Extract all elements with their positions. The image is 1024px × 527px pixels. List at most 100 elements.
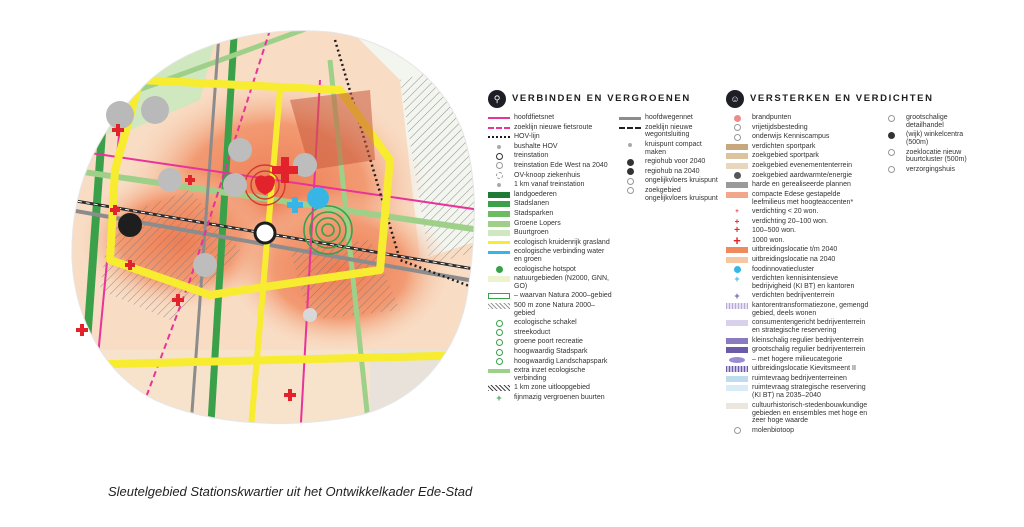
legend-symbol xyxy=(488,303,510,309)
legend-label: ecologische hotspot xyxy=(514,265,576,273)
legend-item: ecologische hotspot xyxy=(488,266,613,274)
legend-label: ecologische schakel xyxy=(514,319,577,327)
legend-swatch xyxy=(726,191,748,199)
legend-header: ⚲ VERBINDEN EN VERGROENEN xyxy=(488,90,720,108)
legend-symbol xyxy=(733,124,741,132)
legend-symbol xyxy=(726,402,748,409)
legend-item: bushalte HOV xyxy=(488,143,613,151)
legend-label: grootschalige detailhandel xyxy=(906,114,948,129)
legend-symbol xyxy=(628,142,632,147)
legend-label: ongelijkvloers kruispunt xyxy=(645,177,718,185)
legend-swatch: + xyxy=(726,217,748,226)
legend-item: zoeklijn nieuwe wegontsluiting xyxy=(619,124,719,140)
legend-symbol xyxy=(726,366,748,373)
legend-label: regiohub na 2040 xyxy=(645,167,700,175)
legend-label: groene poort recreatie xyxy=(514,338,583,346)
legend-symbol: + xyxy=(734,225,740,237)
legend-item: ecologisch kruidenrijk grasland xyxy=(488,239,613,247)
legend-symbol xyxy=(733,172,741,180)
legend-swatch xyxy=(726,246,748,254)
legend-swatch xyxy=(726,337,748,345)
legend-swatch xyxy=(488,191,510,199)
legend-label: zoeklijn nieuwe wegontsluiting xyxy=(645,123,693,139)
legend-symbol xyxy=(726,247,748,254)
legend-label: HOV-lijn xyxy=(514,133,540,141)
legend-label: verdichting < 20 won. xyxy=(752,208,819,215)
cross-icon xyxy=(193,253,217,277)
legend-item: 1 km vanaf treinstation xyxy=(488,181,613,189)
legend-swatch xyxy=(619,114,641,122)
legend-swatch xyxy=(726,181,748,189)
legend-swatch xyxy=(726,365,748,373)
legend-symbol xyxy=(488,241,510,245)
legend-label: hoofdwegennet xyxy=(645,114,693,121)
legend-label: zoekgebied ongelijkvloers kruispunt xyxy=(645,186,718,202)
legend-item: Stadslanen xyxy=(488,200,613,208)
legend-swatch xyxy=(488,143,510,151)
legend-swatch xyxy=(726,133,748,141)
legend-item: kleinschalig regulier bedrijventerrein xyxy=(726,337,874,345)
legend-swatch xyxy=(488,124,510,132)
legend-label: kleinschalig regulier bedrijventerrein xyxy=(752,336,864,344)
legend-label: zoekgebied sportpark xyxy=(752,152,819,160)
legend-swatch xyxy=(488,133,510,141)
legend-swatch xyxy=(488,302,510,310)
legend-item: ecologische schakel xyxy=(488,319,613,327)
legend-swatch xyxy=(726,346,748,354)
legend-symbol xyxy=(887,166,895,174)
legend-label: foodinnovatiecluster xyxy=(752,265,815,273)
legend-item: +verdichting 20–100 won. xyxy=(726,217,874,226)
legend-swatch xyxy=(488,181,510,189)
legend-label: (wijk) winkelcentra (500m) xyxy=(906,131,964,147)
legend-item: foodinnovatiecluster xyxy=(726,266,874,274)
people-icon xyxy=(106,101,134,129)
legend-label: zoeklijn nieuwe fietsroute xyxy=(514,123,593,131)
legend-swatch xyxy=(488,210,510,218)
legend-symbol: + xyxy=(734,274,740,285)
legend-symbol xyxy=(495,348,503,356)
cyan-plus xyxy=(287,197,303,213)
legend-swatch: + xyxy=(726,234,748,247)
legend-swatch: + xyxy=(488,394,510,403)
legend-label: 100–500 won. xyxy=(752,227,796,235)
legend-label: uitbreidingslocatie t/m 2040 xyxy=(752,246,838,254)
legend-swatch xyxy=(726,172,748,180)
legend-swatch xyxy=(619,158,641,166)
legend-item: grootschalig regulier bedrijventerrein xyxy=(726,346,874,354)
legend-symbol xyxy=(733,427,741,435)
legend-header: ☺ VERSTERKEN EN VERDICHTEN xyxy=(726,90,971,108)
legend-symbol xyxy=(887,114,895,122)
legend-label: compacte Edese gestapelde leefmilieus me… xyxy=(752,190,854,206)
legend-label: zoeklocatie nieuw buurtcluster (500m) xyxy=(906,148,967,164)
legend-label: ruimtevraag bedrijventerreinen xyxy=(752,374,847,382)
legend-symbol xyxy=(726,143,748,150)
legend-label: kantorentransformatiezone, gemengd gebie… xyxy=(752,302,869,317)
legend-item: uitbreidingslocatie na 2040 xyxy=(726,256,874,264)
legend-label: 1000 won. xyxy=(752,236,785,244)
people-icon: ☺ xyxy=(726,90,744,108)
legend-item: zoeklijn nieuwe fietsroute xyxy=(488,124,613,132)
legend-label: vrijetijdsbesteding xyxy=(752,123,808,131)
legend-item: hoofdwegennet xyxy=(619,114,719,122)
legend-symbol xyxy=(887,131,895,139)
legend-item: consumentengericht bedrijventerrein en s… xyxy=(726,319,874,335)
legend-item: cultuurhistorisch-stedenbouwkundige gebi… xyxy=(726,402,874,425)
legend-symbol xyxy=(488,191,510,198)
legend-swatch xyxy=(488,275,510,283)
legend-symbol xyxy=(495,152,503,160)
legend-swatch xyxy=(619,168,641,176)
legend-item: hoofdfietsnet xyxy=(488,114,613,122)
legend-swatch xyxy=(726,375,748,383)
legend-symbol xyxy=(488,293,510,300)
legend-swatch: + xyxy=(726,225,748,237)
legend-swatch xyxy=(726,427,748,435)
legend-symbol xyxy=(488,136,510,139)
legend-swatch xyxy=(488,367,510,375)
legend-symbol xyxy=(619,116,641,120)
legend-symbol xyxy=(495,172,503,180)
legend-label: ruimtevraag strategische reservering (KI… xyxy=(752,384,866,400)
legend-swatch xyxy=(488,239,510,247)
legend-symbol xyxy=(488,126,510,129)
